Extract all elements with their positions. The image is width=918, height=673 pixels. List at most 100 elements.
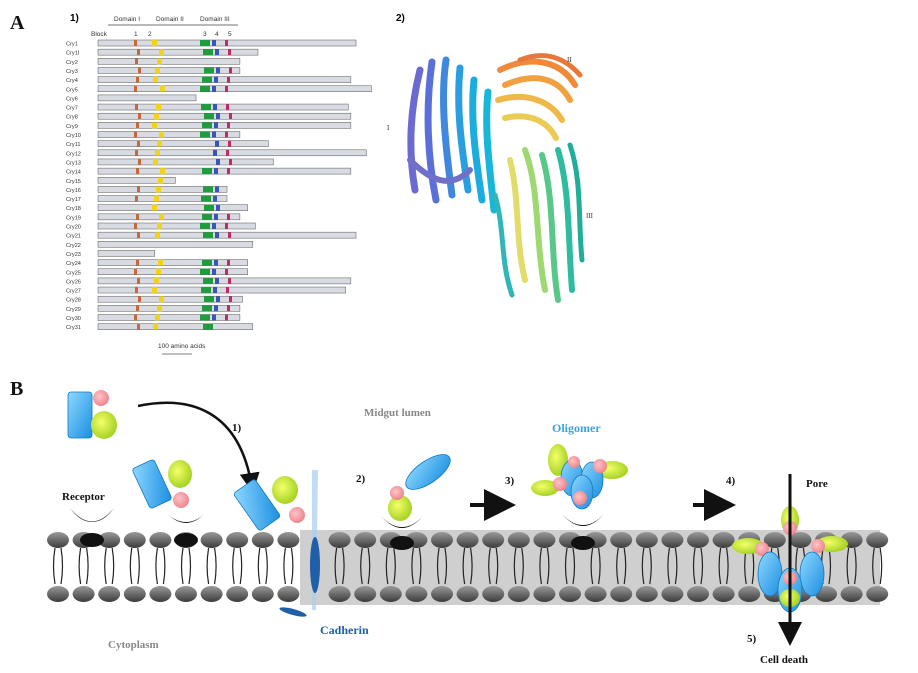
conserved-block-1 bbox=[137, 49, 140, 55]
lipid-head bbox=[149, 586, 171, 602]
conserved-block-3 bbox=[204, 296, 214, 302]
lipid-head bbox=[124, 586, 146, 602]
lipid-head bbox=[815, 586, 837, 602]
lipid-head bbox=[47, 586, 69, 602]
step-5-label: 5) bbox=[747, 633, 757, 645]
step-3-label: 3) bbox=[505, 475, 515, 487]
sub-label-2: 2) bbox=[396, 13, 405, 24]
cry-row-bar bbox=[98, 278, 351, 284]
conserved-block-4 bbox=[214, 77, 218, 83]
cry-row-label: Cry11 bbox=[66, 142, 81, 148]
cry-row-label: Cry19 bbox=[66, 215, 81, 221]
lipid-tail bbox=[727, 548, 729, 584]
lipid-head bbox=[405, 586, 427, 602]
cry-row-label: Cry20 bbox=[66, 225, 81, 231]
cry-row-label: Cry1I bbox=[66, 51, 80, 57]
lipid-tail bbox=[778, 548, 780, 584]
cry-rows: Cry1Cry1ICry2Cry3Cry4Cry5Cry6Cry7Cry8Cry… bbox=[66, 40, 371, 331]
lipid-head bbox=[277, 586, 299, 602]
conserved-block-5 bbox=[225, 86, 228, 92]
oligomer bbox=[531, 444, 628, 550]
conserved-block-3 bbox=[201, 287, 211, 293]
lipid-tail bbox=[163, 548, 165, 584]
toxin-cleaved bbox=[381, 448, 456, 550]
cry-row-bar bbox=[98, 232, 356, 238]
lipid-tail bbox=[284, 548, 286, 584]
lipid-head bbox=[866, 586, 888, 602]
step-2-label: 2) bbox=[356, 473, 366, 485]
cry-row-label: Cry29 bbox=[66, 307, 81, 313]
oligomer-label: Oligomer bbox=[552, 421, 601, 435]
cry-row-label: Cry2 bbox=[66, 60, 78, 66]
conserved-block-5 bbox=[227, 305, 230, 311]
cadherin-label: Cadherin bbox=[320, 623, 369, 637]
conserved-block-1 bbox=[136, 122, 139, 128]
conserved-block-4 bbox=[212, 40, 216, 46]
conserved-block-3 bbox=[203, 324, 213, 330]
lipid-tail bbox=[156, 548, 158, 584]
conserved-block-2 bbox=[159, 49, 164, 55]
conserved-block-2 bbox=[156, 186, 161, 192]
lipid-tail bbox=[694, 548, 696, 584]
conserved-block-4 bbox=[212, 86, 216, 92]
conserved-block-3 bbox=[200, 86, 210, 92]
lipid-head bbox=[713, 532, 735, 548]
cry-row-label: Cry14 bbox=[66, 170, 81, 176]
conserved-block-2 bbox=[159, 132, 164, 138]
receptor-1 bbox=[70, 508, 114, 547]
lipid-head bbox=[738, 586, 760, 602]
cry-row-label: Cry17 bbox=[66, 197, 81, 203]
pore bbox=[732, 506, 848, 612]
cry-row-bar bbox=[98, 132, 240, 138]
conserved-block-2 bbox=[153, 159, 158, 165]
step-4-label: 4) bbox=[726, 475, 736, 487]
lipid-tail bbox=[54, 548, 56, 584]
lipid-head bbox=[764, 586, 786, 602]
cry-row-label: Cry15 bbox=[66, 179, 81, 185]
conserved-block-5 bbox=[229, 113, 232, 119]
conserved-block-3 bbox=[200, 315, 210, 321]
conserved-block-1 bbox=[138, 113, 141, 119]
lipid-tail bbox=[386, 548, 388, 584]
block-number-1: 1 bbox=[134, 31, 138, 38]
cry-row-label: Cry21 bbox=[66, 234, 81, 240]
conserved-block-1 bbox=[136, 168, 139, 174]
conserved-block-4 bbox=[215, 186, 219, 192]
lipid-head bbox=[226, 586, 248, 602]
conserved-block-3 bbox=[203, 232, 213, 238]
conserved-block-3 bbox=[202, 122, 212, 128]
conserved-block-2 bbox=[159, 296, 164, 302]
cry-row-label: Cry6 bbox=[66, 96, 78, 102]
lipid-head bbox=[533, 532, 555, 548]
conserved-block-4 bbox=[212, 269, 216, 275]
domain-i-label: Domain I bbox=[114, 16, 140, 23]
cry-row-label: Cry22 bbox=[66, 243, 81, 249]
cytoplasm-label: Cytoplasm bbox=[108, 639, 159, 651]
conserved-block-4 bbox=[213, 196, 217, 202]
conserved-block-4 bbox=[214, 260, 218, 266]
lipid-head bbox=[329, 532, 351, 548]
conserved-block-4 bbox=[216, 296, 220, 302]
lipid-tail bbox=[566, 548, 568, 584]
cry-row-bar bbox=[98, 241, 253, 247]
conserved-block-1 bbox=[137, 141, 140, 147]
conserved-block-2 bbox=[158, 177, 163, 183]
lipid-head bbox=[636, 532, 658, 548]
cry-row-bar bbox=[98, 49, 258, 55]
conserved-block-1 bbox=[134, 40, 137, 46]
block-label: Block bbox=[91, 31, 108, 38]
lipid-tail bbox=[138, 548, 140, 584]
lipid-head bbox=[841, 532, 863, 548]
panel-b-letter: B bbox=[10, 378, 23, 401]
conserved-block-1 bbox=[134, 86, 137, 92]
conserved-block-1 bbox=[137, 232, 140, 238]
lipid-head bbox=[636, 586, 658, 602]
conserved-block-3 bbox=[204, 67, 214, 73]
domain-headers: Domain I Domain II Domain III Block 1 2 … bbox=[91, 16, 238, 38]
conserved-block-3 bbox=[203, 186, 213, 192]
toxin-domain-i bbox=[68, 392, 92, 438]
lipid-head bbox=[380, 586, 402, 602]
conserved-block-2 bbox=[153, 77, 158, 83]
cry-row-bar bbox=[98, 305, 240, 311]
conserved-block-4 bbox=[212, 132, 216, 138]
